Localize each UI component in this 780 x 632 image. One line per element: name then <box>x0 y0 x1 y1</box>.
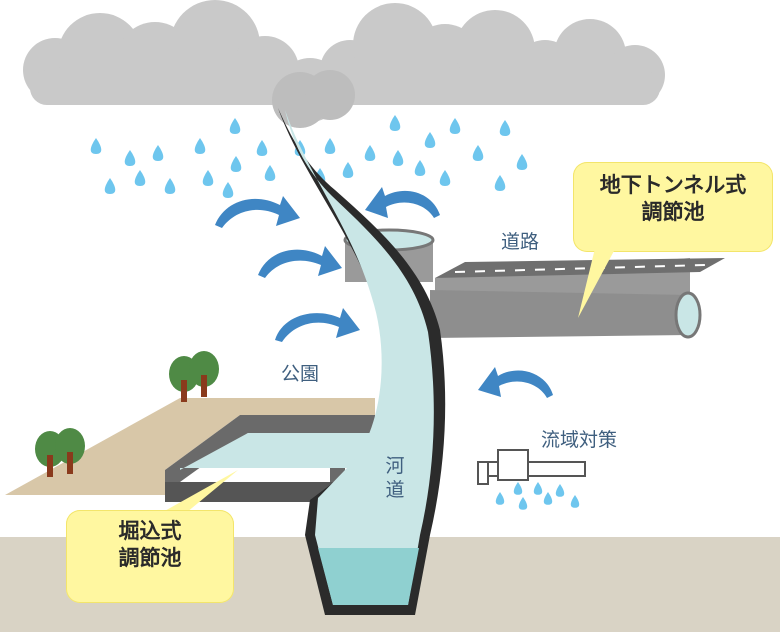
park-trees <box>35 351 219 477</box>
raindrop <box>570 495 580 508</box>
park-ground <box>5 398 375 495</box>
raindrop <box>439 170 451 186</box>
infiltration-device <box>477 449 586 485</box>
raindrop <box>230 156 242 172</box>
tunnel-callout-line2: 調節池 <box>641 200 705 225</box>
raindrop <box>164 178 176 194</box>
raindrop <box>495 492 505 505</box>
raindrop <box>472 145 484 161</box>
raindrop <box>499 120 511 136</box>
raindrop <box>518 497 528 510</box>
raindrop <box>194 138 206 154</box>
raindrop <box>516 154 528 170</box>
raindrop <box>494 175 506 191</box>
raindrop <box>222 182 234 198</box>
raindrop <box>264 165 276 181</box>
raindrop <box>555 484 565 497</box>
river-label: 河道 <box>385 455 405 501</box>
raindrop <box>449 118 461 134</box>
raindrop <box>543 492 553 505</box>
excavated-callout: 堀込式 調節池 <box>66 510 234 603</box>
tree <box>189 351 219 397</box>
raindrop <box>392 150 404 166</box>
raindrop <box>414 160 426 176</box>
tree <box>55 428 85 474</box>
raindrop <box>324 138 336 154</box>
raindrop <box>256 140 268 156</box>
raindrop <box>364 145 376 161</box>
raindrop <box>229 118 241 134</box>
tunnel-callout: 地下トンネル式 調節池 <box>573 162 773 252</box>
excavated-callout-line2: 調節池 <box>118 546 182 571</box>
raindrops <box>90 115 528 198</box>
raindrop <box>124 150 136 166</box>
raindrop <box>389 115 401 131</box>
raindrop <box>134 170 146 186</box>
raindrop <box>104 178 116 194</box>
watershed-label: 流域対策 <box>541 429 618 451</box>
raindrop <box>152 145 164 161</box>
raindrop <box>513 482 523 495</box>
infiltration-drops <box>495 482 580 510</box>
road-label: 道路 <box>501 231 540 253</box>
raindrop <box>90 138 102 154</box>
park-label: 公園 <box>281 363 320 385</box>
road <box>430 258 725 339</box>
river-channel <box>278 108 446 615</box>
raindrop <box>533 482 543 495</box>
raindrop <box>424 132 436 148</box>
raindrop <box>342 162 354 178</box>
runoff-arrows <box>215 187 553 398</box>
excavated-callout-line1: 堀込式 <box>118 519 182 543</box>
raindrop <box>202 170 214 186</box>
tunnel-callout-line1: 地下トンネル式 <box>599 173 747 197</box>
tunnel-opening <box>674 291 702 339</box>
